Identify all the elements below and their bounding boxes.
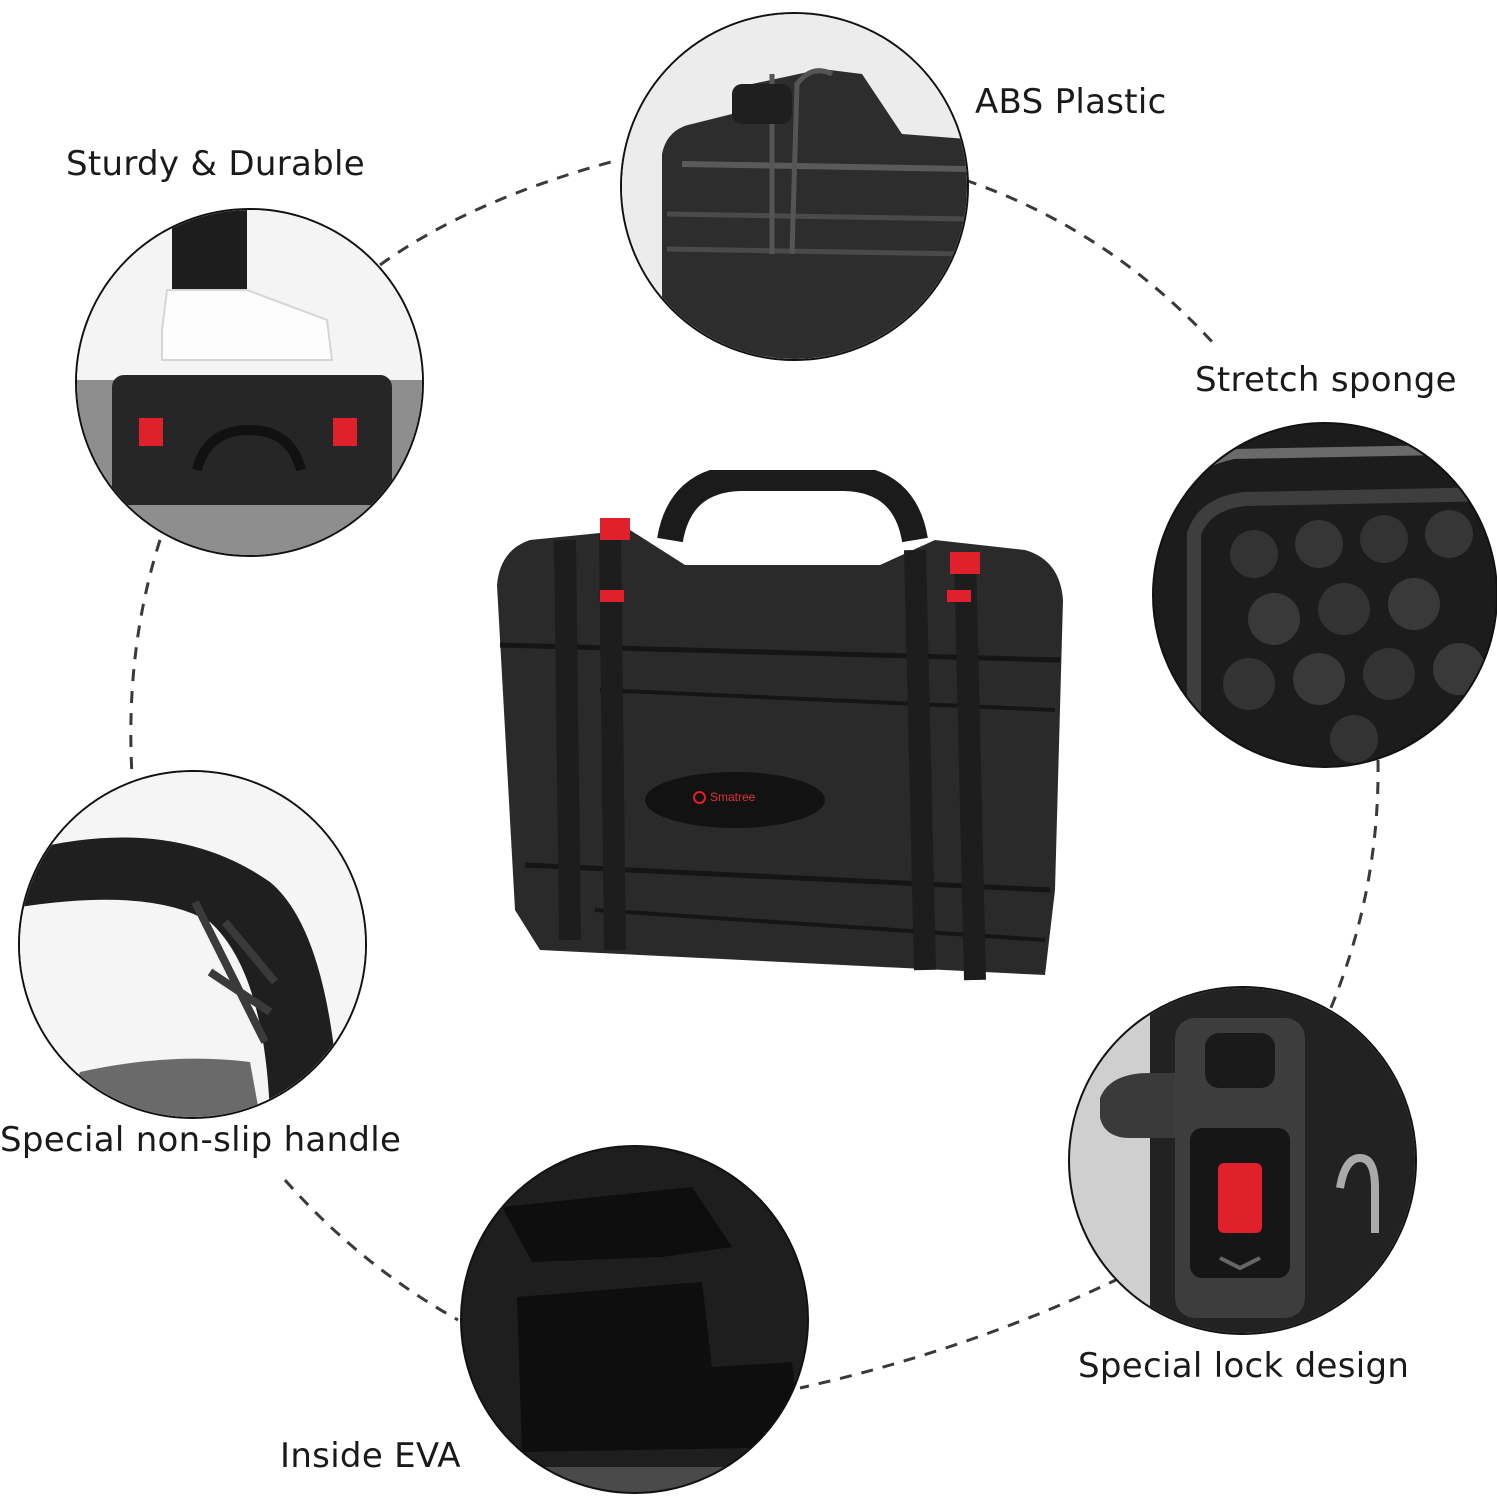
hard-case-product-image: Smatree (485, 465, 1075, 1020)
label-abs-plastic: ABS Plastic (975, 82, 1167, 122)
label-stretch-sponge: Stretch sponge (1195, 360, 1457, 400)
inside-eva-closeup (460, 1145, 809, 1494)
label-non-slip-handle: Special non-slip handle (0, 1120, 402, 1160)
lock-design-closeup (1068, 986, 1417, 1335)
brand-logo-text: Smatree (710, 790, 756, 804)
sturdy-durable-photo (75, 208, 424, 557)
label-sturdy-durable: Sturdy & Durable (66, 144, 365, 184)
label-inside-eva: Inside EVA (280, 1436, 461, 1476)
brand-logo: Smatree (693, 790, 755, 804)
label-lock-design: Special lock design (1078, 1346, 1410, 1386)
brand-logo-mark-icon (693, 790, 706, 804)
non-slip-handle-closeup (18, 770, 367, 1119)
stretch-sponge-closeup (1152, 422, 1497, 768)
abs-plastic-closeup (620, 12, 969, 361)
